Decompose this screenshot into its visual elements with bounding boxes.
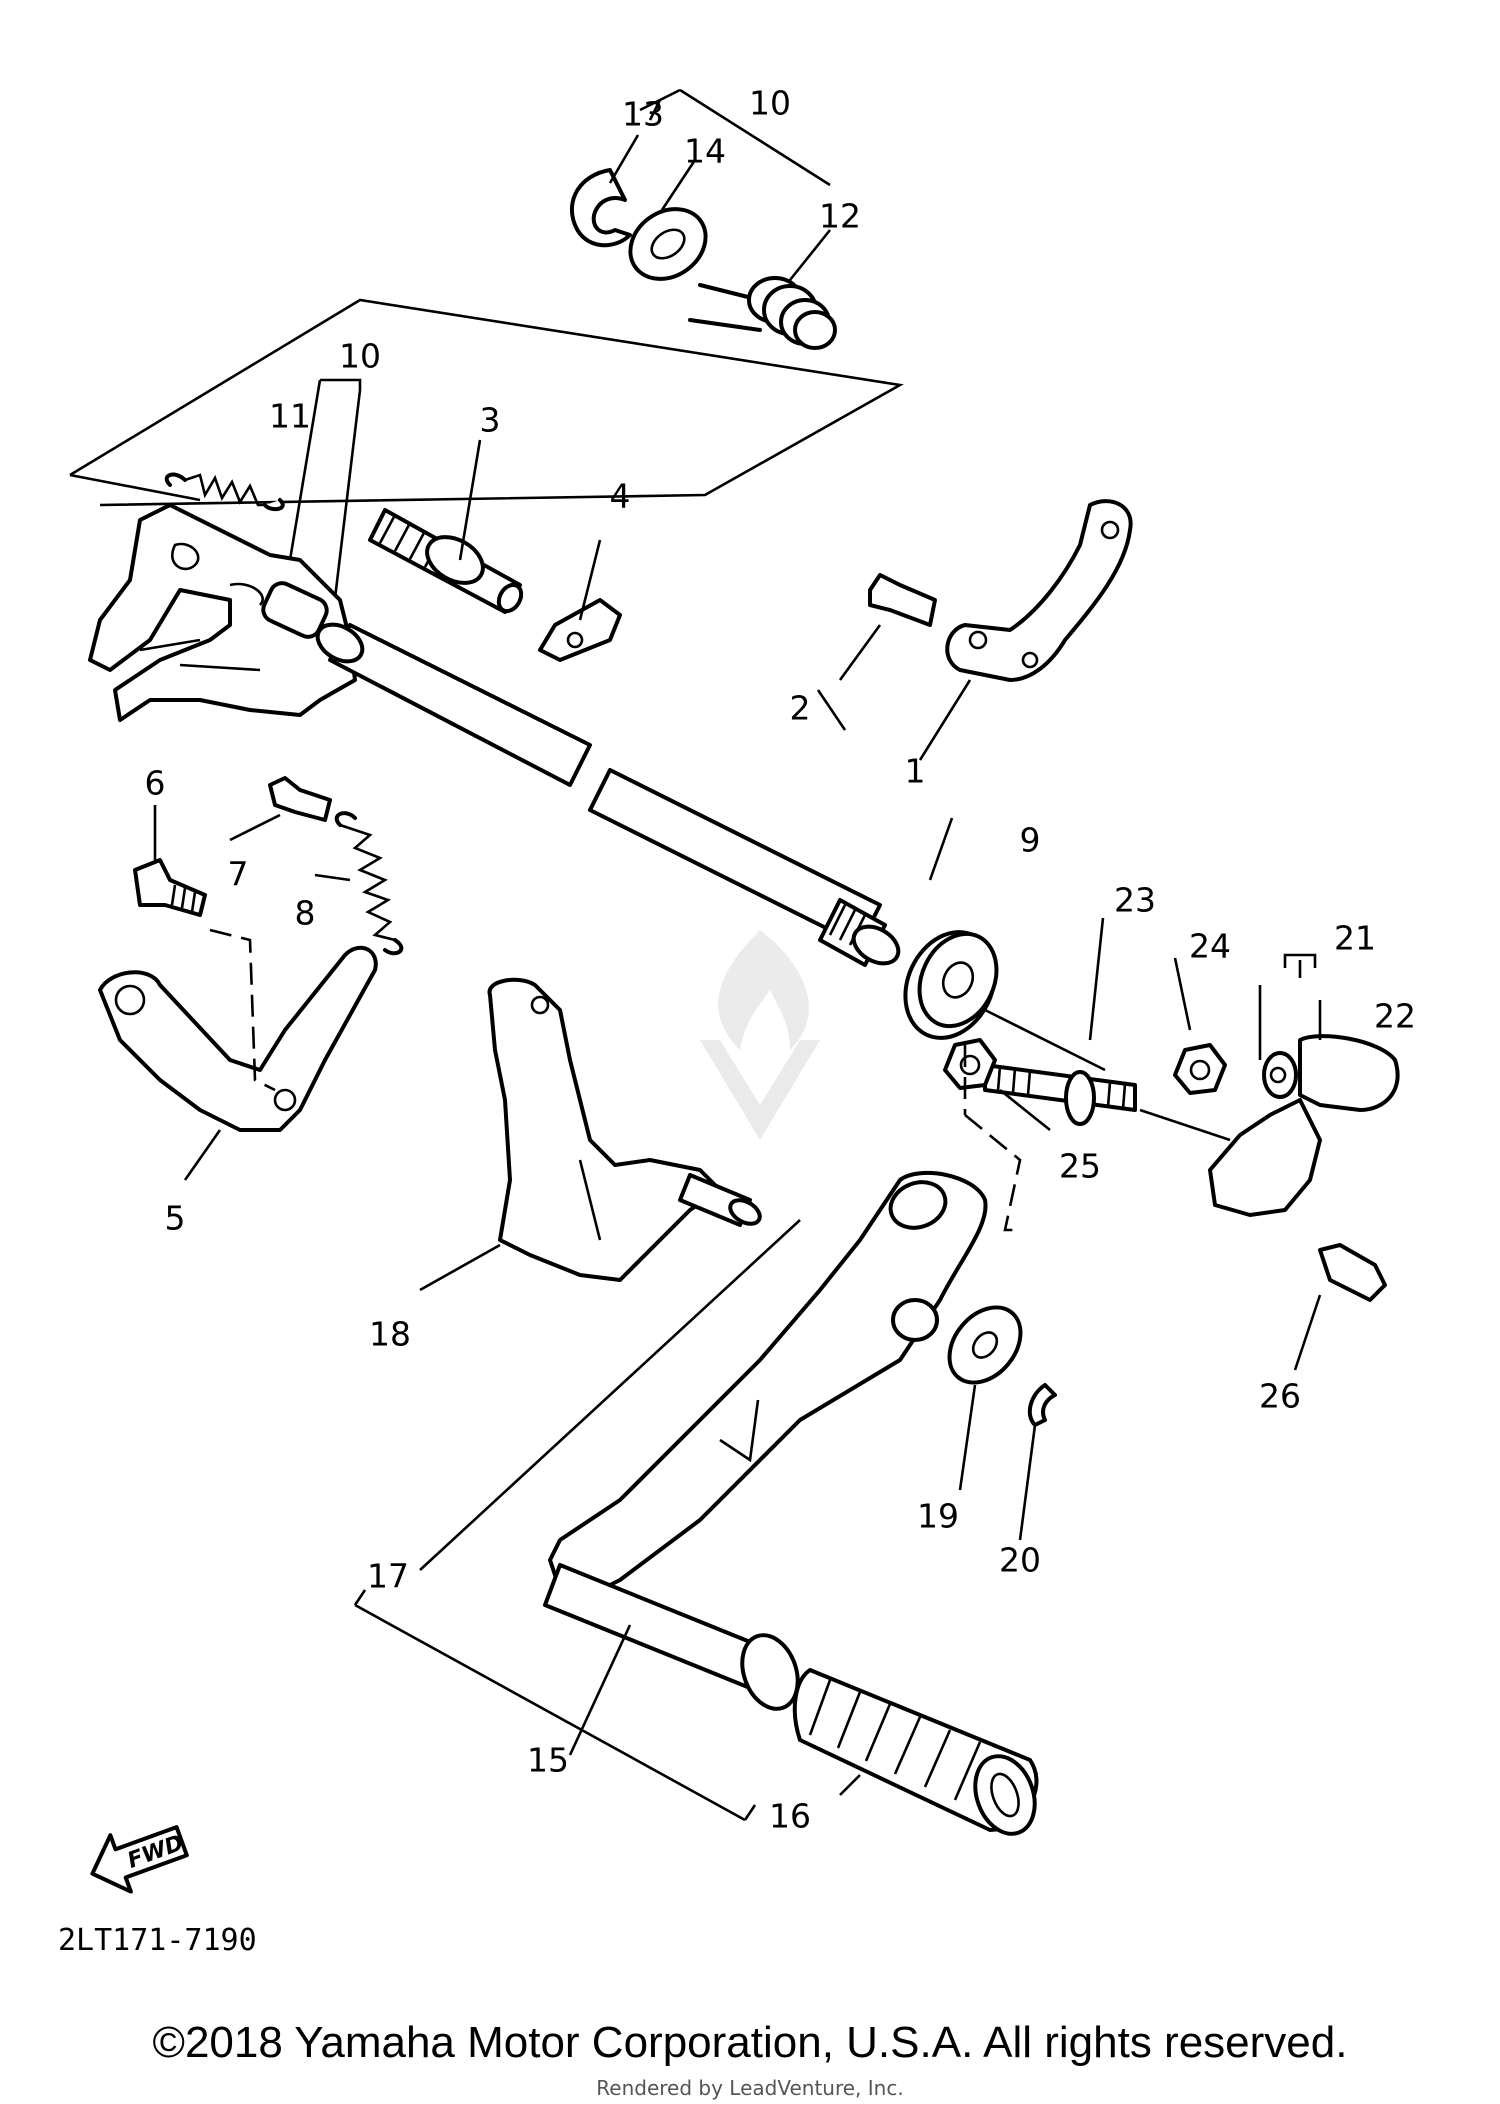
- callout-5: 5: [165, 1199, 186, 1238]
- leader-lines: [153, 439, 1322, 1822]
- circlip-13: [569, 168, 632, 248]
- callout-18: 18: [369, 1315, 411, 1354]
- spring-8: [334, 811, 404, 956]
- bolt-6: [133, 858, 207, 917]
- bolt-2: [868, 573, 937, 627]
- callout-labels: 13 10 14 12 10 11 3 4 2 1 6 7 8 9 23 24 …: [145, 84, 1417, 1836]
- callout-13: 13: [622, 95, 664, 134]
- callout-26: 26: [1259, 1377, 1301, 1416]
- circlip-20: [1027, 1383, 1057, 1427]
- watermark-logo: [700, 930, 820, 1140]
- rod-end-21: [1208, 1034, 1400, 1217]
- callout-16: 16: [769, 1797, 811, 1836]
- callout-7: 7: [228, 855, 249, 894]
- fwd-arrow-icon: FWD: [90, 1825, 189, 1894]
- shift-arm-assembly: [88, 503, 357, 722]
- callout-14: 14: [684, 132, 726, 171]
- callout-22: 22: [1374, 997, 1416, 1036]
- nut-25: [943, 1038, 997, 1090]
- callout-4: 4: [610, 477, 631, 516]
- spring-11: [164, 472, 285, 512]
- bolt-7: [268, 776, 332, 822]
- callout-20: 20: [999, 1541, 1041, 1580]
- callout-10-top: 10: [749, 84, 791, 123]
- callout-24: 24: [1189, 927, 1231, 966]
- torsion-spring-12: [688, 276, 837, 350]
- copyright-notice: ©2018 Yamaha Motor Corporation, U.S.A. A…: [152, 2018, 1348, 2067]
- washer-19: [947, 1305, 1023, 1385]
- callout-6: 6: [145, 764, 166, 803]
- plate-1: [945, 499, 1133, 682]
- callout-19: 19: [917, 1497, 959, 1536]
- diagram-code: 2LT171-7190: [58, 1923, 257, 1958]
- shift-shaft: [315, 622, 901, 967]
- callout-23: 23: [1114, 881, 1156, 920]
- callout-2: 2: [790, 689, 811, 728]
- pedal-rubber-16: [792, 1668, 1039, 1836]
- stopper-4: [538, 598, 622, 662]
- shift-pedal-17: [548, 1171, 988, 1602]
- spring-assembly-group-top: [569, 88, 837, 350]
- callout-17: 17: [367, 1557, 409, 1596]
- bolt-26: [1318, 1243, 1387, 1302]
- arm-5: [98, 945, 378, 1132]
- callout-8: 8: [295, 894, 316, 933]
- oil-seal-9: [903, 930, 999, 1040]
- rendered-by-notice: Rendered by LeadVenture, Inc.: [596, 2076, 904, 2100]
- callout-10-left: 10: [339, 337, 381, 376]
- pin-3: [368, 508, 524, 614]
- pedal-shaft-15: [543, 1563, 800, 1711]
- callout-15: 15: [527, 1741, 569, 1780]
- callout-25: 25: [1059, 1147, 1101, 1186]
- callout-21: 21: [1334, 919, 1376, 958]
- callout-12: 12: [819, 197, 861, 236]
- callout-9: 9: [1020, 821, 1041, 860]
- washer-14: [628, 207, 708, 281]
- arm-18: [487, 977, 762, 1282]
- nut-24: [1173, 1043, 1227, 1095]
- rod-23: [983, 1063, 1137, 1126]
- callout-11: 11: [269, 397, 311, 436]
- callout-3: 3: [480, 401, 501, 440]
- callout-1: 1: [905, 752, 926, 791]
